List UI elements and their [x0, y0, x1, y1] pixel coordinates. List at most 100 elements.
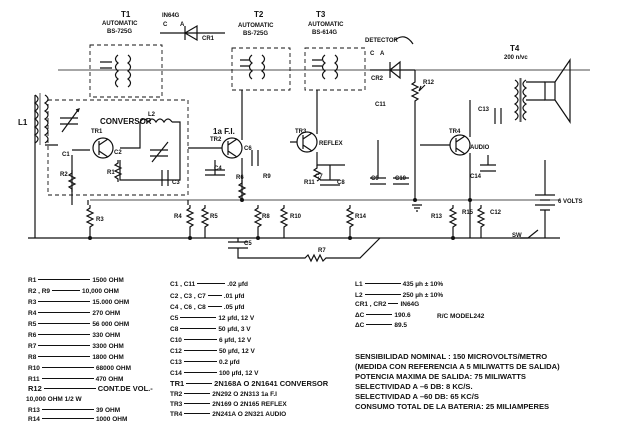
detector-label: DETECTOR: [365, 38, 398, 44]
c13-label: C13: [478, 107, 490, 113]
tr4-symbol: [449, 134, 471, 156]
circuit-schematic: [28, 24, 590, 263]
part-row: C2 , C3 , C7.01 µfd: [170, 293, 245, 300]
r7-label: R7: [318, 248, 326, 254]
c-label-2: C: [370, 51, 375, 57]
t3-type: AUTOMATIC: [308, 22, 344, 28]
c5-label: C5: [244, 241, 252, 247]
part-row: C4 , C6 , C8.05 µfd: [170, 304, 245, 311]
t2-name: T2: [254, 10, 264, 19]
reflex-label: REFLEX: [319, 141, 343, 147]
c-label-1: C: [163, 22, 168, 28]
conversor-label: CONVERSOR: [100, 117, 152, 126]
r14-label: R14: [355, 214, 367, 220]
audio-label: AUDIO: [470, 145, 490, 151]
c8-label: C8: [337, 180, 345, 186]
tr1-symbol: [92, 137, 114, 159]
t3-name: T3: [316, 10, 326, 19]
tr4-label: TR4: [449, 129, 461, 135]
c4-label: C4: [214, 166, 222, 172]
r11-label: R11: [304, 180, 315, 186]
spec-line: SENSIBILIDAD NOMINAL : 150 MICROVOLTS/ME…: [355, 352, 548, 361]
battery-volts-label: 6 VOLTS: [558, 199, 583, 205]
l2-label: L2: [148, 112, 156, 118]
sw-label: SW: [512, 233, 522, 239]
c11-label: C11: [375, 102, 386, 108]
r12-label: R12: [423, 80, 435, 86]
spec-line: SELECTIVIDAD A –60 DB: 65 KC/S: [355, 392, 479, 401]
c7-label: C7: [315, 174, 323, 180]
t1-part: BS-725G: [107, 29, 133, 35]
t4-spec: 200 n/vc: [504, 55, 528, 61]
spec-line: CONSUMO TOTAL DE LA BATERIA: 25 MILIAMPE…: [355, 402, 550, 411]
r15-label: R15: [462, 210, 474, 216]
spec-line: POTENCIA MAXIMA DE SALIDA: 75 MILIWATTS: [355, 372, 526, 381]
r1-label: R1: [107, 170, 115, 176]
c1-label: C1: [62, 152, 70, 158]
part-row: C1 , C11.02 µfd: [170, 281, 249, 288]
r3-label: R3: [96, 217, 104, 223]
c10-label: C10: [395, 176, 407, 182]
r8-label: R8: [262, 214, 270, 220]
tr1-label: TR1: [91, 129, 103, 135]
spec-line: SELECTIVIDAD A –6 DB: 8 KC/S.: [355, 382, 473, 391]
tr3-label: TR3: [295, 129, 307, 135]
t1-name: T1: [121, 10, 131, 19]
in64g-label: IN64G: [162, 13, 180, 19]
l1-coil: [33, 93, 58, 238]
t1-type: AUTOMATIC: [102, 21, 138, 27]
t2-type: AUTOMATIC: [238, 23, 274, 29]
r5-label: R5: [210, 214, 218, 220]
r6-label: R6: [236, 175, 244, 181]
r4-label: R4: [174, 214, 182, 220]
r13-label: R13: [431, 214, 443, 220]
r9-label: R9: [263, 174, 271, 180]
c14-label: C14: [470, 174, 482, 180]
t4-name: T4: [510, 44, 520, 53]
l1-label: L1: [18, 118, 28, 127]
c9-label: C9: [371, 176, 379, 182]
r2-label: R2: [60, 172, 68, 178]
part-row-note: 10,000 OHM 1/2 W: [26, 396, 82, 403]
tr2-label: TR2: [210, 137, 222, 143]
r10-label: R10: [290, 214, 302, 220]
c6-label: C6: [244, 146, 252, 152]
cr2-label: CR2: [371, 76, 384, 82]
cr1-label: CR1: [202, 36, 215, 42]
spec-line: (MEDIDA CON REFERENCIA A 5 MILIWATTS DE …: [355, 362, 560, 371]
c3-label: C3: [172, 180, 180, 186]
t2-part: BS-725G: [243, 31, 269, 37]
tr2-symbol: [221, 137, 243, 159]
c12-label: C12: [490, 210, 502, 216]
a-label-2: A: [380, 51, 385, 57]
t3-part: BS-614G: [312, 30, 338, 36]
bias-resistors: [85, 205, 486, 238]
part-row: R/C MODEL242: [437, 313, 485, 320]
c2-label: C2: [114, 150, 122, 156]
